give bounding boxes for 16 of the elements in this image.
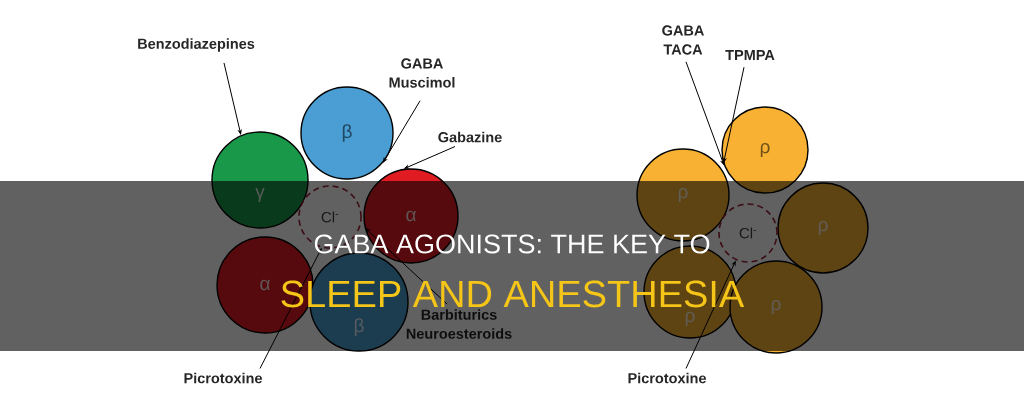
drug-label: GABA TACA [662, 25, 704, 55]
leader-arrow [404, 146, 456, 169]
drug-label: Picrotoxine [184, 372, 262, 384]
leader-arrow [223, 62, 242, 135]
leader-arrow [383, 100, 421, 163]
drug-label: GABA Muscimol [389, 58, 455, 88]
drug-label: TPMPA [725, 50, 775, 60]
leader-arrow [722, 66, 745, 163]
drug-label: Benzodiazepines [138, 38, 255, 52]
drug-label: Picrotoxine [628, 372, 706, 384]
drug-label: Gabazine [438, 131, 502, 143]
leader-arrow [259, 248, 322, 369]
drug-label: Barbiturics Neuroesteroids [406, 309, 512, 339]
leader-arrow [685, 61, 725, 165]
leader-arrow [365, 228, 448, 305]
leader-arrow [685, 261, 736, 369]
